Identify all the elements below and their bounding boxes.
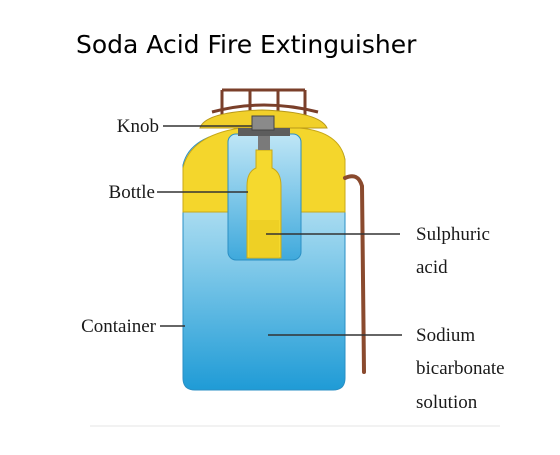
label-sodium-3: solution xyxy=(416,392,478,413)
label-sulphuric-2: acid xyxy=(416,257,448,278)
label-sodium-1: Sodium xyxy=(416,325,475,346)
top-handle xyxy=(211,88,319,122)
knob xyxy=(238,115,290,150)
hose xyxy=(343,174,366,374)
label-container: Container xyxy=(81,316,157,337)
diagram-title: Soda Acid Fire Extinguisher xyxy=(76,30,417,59)
label-sodium-2: bicarbonate xyxy=(416,358,505,379)
label-bottle: Bottle xyxy=(109,182,155,203)
label-knob: Knob xyxy=(117,116,159,137)
label-sulphuric-1: Sulphuric xyxy=(416,224,490,245)
